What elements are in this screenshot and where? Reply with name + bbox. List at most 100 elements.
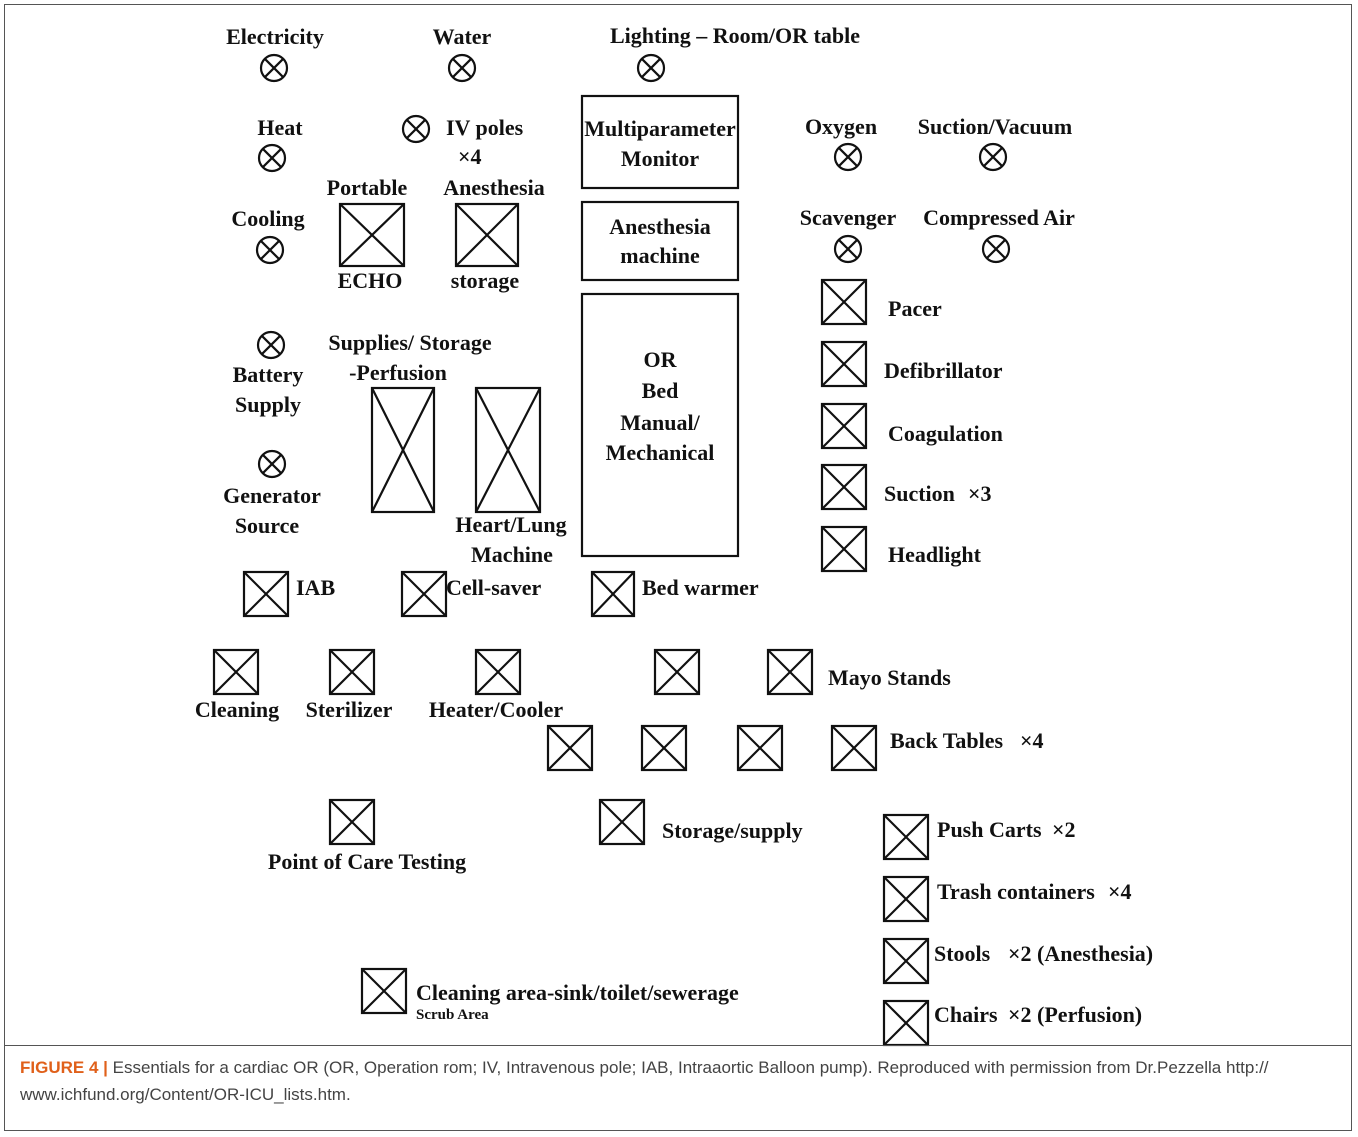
anesthesia-storage-box <box>454 202 520 268</box>
bed-warmer-box <box>590 570 636 618</box>
heart-lung-label-line1: Heart/Lung <box>455 512 566 537</box>
coagulation-box <box>820 402 868 450</box>
cell-saver-box <box>400 570 448 618</box>
heater-cooler-box <box>474 648 522 696</box>
mayo-stand-box-1 <box>653 648 701 696</box>
cleaning-area-box <box>360 967 408 1015</box>
anesthesia-machine-line1: Anesthesia <box>609 214 710 239</box>
or-bed-line1: OR <box>644 347 678 372</box>
portable-echo-box <box>338 202 406 268</box>
oxygen-outlet-icon <box>833 142 863 172</box>
back-table-box-1 <box>546 724 594 772</box>
heat-label: Heat <box>257 115 303 140</box>
portable-echo-label-top: Portable <box>327 175 408 200</box>
battery-label-line2: Supply <box>235 392 301 417</box>
figure-frame <box>4 4 1352 1131</box>
headlight-box <box>820 525 868 573</box>
electricity-outlet-icon <box>259 53 289 83</box>
pacer-box <box>820 278 868 326</box>
figure-caption: FIGURE 4 | Essentials for a cardiac OR (… <box>20 1054 1335 1108</box>
trash-containers-box <box>882 875 930 923</box>
stools-label: Stools <box>934 941 991 966</box>
lighting-outlet-icon <box>636 53 666 83</box>
multiparameter-line2: Monitor <box>621 146 699 171</box>
battery-supply-icon <box>256 330 286 360</box>
iab-box <box>242 570 290 618</box>
cleaning-area-label: Cleaning area-sink/toilet/sewerage <box>416 980 739 1005</box>
supplies-label-line1: Supplies/ Storage <box>328 330 491 355</box>
push-carts-label: Push Carts <box>937 817 1042 842</box>
suction-vacuum-outlet-icon <box>978 142 1008 172</box>
caption-divider <box>4 1045 1352 1046</box>
point-of-care-box <box>328 798 376 846</box>
push-carts-box <box>882 813 930 861</box>
coagulation-label: Coagulation <box>888 421 1003 446</box>
heart-lung-machine-box <box>474 386 542 514</box>
back-table-box-3 <box>736 724 784 772</box>
heart-lung-label-line2: Machine <box>471 542 553 567</box>
portable-echo-label-bottom: ECHO <box>338 268 403 293</box>
generator-label-line2: Source <box>235 513 300 538</box>
suction-label: Suction <box>884 481 955 506</box>
battery-label-line1: Battery <box>233 362 304 387</box>
or-bed-line4: Mechanical <box>606 440 715 465</box>
sterilizer-box <box>328 648 376 696</box>
back-table-box-2 <box>640 724 688 772</box>
back-tables-count: ×4 <box>1020 728 1044 753</box>
back-table-box-4 <box>830 724 878 772</box>
heater-cooler-label: Heater/Cooler <box>429 697 564 722</box>
figure-caption-text: Essentials for a cardiac OR (OR, Operati… <box>20 1058 1269 1104</box>
oxygen-label: Oxygen <box>805 114 877 139</box>
multiparameter-monitor-box <box>580 94 740 190</box>
cleaning-box <box>212 648 260 696</box>
storage-supply-label: Storage/supply <box>662 818 803 843</box>
scavenger-label: Scavenger <box>800 205 897 230</box>
mayo-stands-label: Mayo Stands <box>828 665 951 690</box>
sterilizer-label: Sterilizer <box>306 697 393 722</box>
figure-label: FIGURE 4 | <box>20 1058 108 1077</box>
defibrillator-box <box>820 340 868 388</box>
cooling-outlet-icon <box>255 235 285 265</box>
chairs-box <box>882 999 930 1047</box>
anesthesia-machine-line2: machine <box>620 243 700 268</box>
iab-label: IAB <box>296 575 335 600</box>
anesthesia-machine-box <box>580 200 740 282</box>
lighting-label: Lighting – Room/OR table <box>610 23 860 48</box>
cell-saver-label: Cell-saver <box>446 575 542 600</box>
generator-source-icon <box>257 449 287 479</box>
stools-box <box>882 937 930 985</box>
heat-outlet-icon <box>257 143 287 173</box>
back-tables-label: Back Tables <box>890 728 1004 753</box>
scavenger-outlet-icon <box>833 234 863 264</box>
suction-count: ×3 <box>968 481 992 506</box>
water-outlet-icon <box>447 53 477 83</box>
compressed-air-outlet-icon <box>981 234 1011 264</box>
supplies-storage-perfusion-box <box>370 386 436 514</box>
storage-supply-box <box>598 798 646 846</box>
or-bed-line2: Bed <box>642 378 679 403</box>
compressed-air-label: Compressed Air <box>923 205 1075 230</box>
suction-box <box>820 463 868 511</box>
headlight-label: Headlight <box>888 542 982 567</box>
iv-poles-count: ×4 <box>458 144 482 169</box>
scrub-area-label: Scrub Area <box>416 1007 489 1023</box>
or-bed-box <box>580 292 740 558</box>
supplies-label-line2: -Perfusion <box>349 360 447 385</box>
iv-poles-label: IV poles <box>446 115 524 140</box>
mayo-stand-box-2 <box>766 648 814 696</box>
chairs-count: ×2 (Perfusion) <box>1008 1002 1142 1027</box>
trash-containers-count: ×4 <box>1108 879 1132 904</box>
generator-label-line1: Generator <box>223 483 321 508</box>
water-label: Water <box>433 24 492 49</box>
multiparameter-line1: Multiparameter <box>584 116 736 141</box>
anesthesia-storage-label-bottom: storage <box>451 268 520 293</box>
defibrillator-label: Defibrillator <box>884 358 1003 383</box>
push-carts-count: ×2 <box>1052 817 1076 842</box>
or-bed-line3: Manual/ <box>620 410 700 435</box>
suction-vacuum-label: Suction/Vacuum <box>918 114 1072 139</box>
cooling-label: Cooling <box>231 206 304 231</box>
chairs-label: Chairs <box>934 1002 998 1027</box>
cleaning-label: Cleaning <box>195 697 279 722</box>
bed-warmer-label: Bed warmer <box>642 575 759 600</box>
